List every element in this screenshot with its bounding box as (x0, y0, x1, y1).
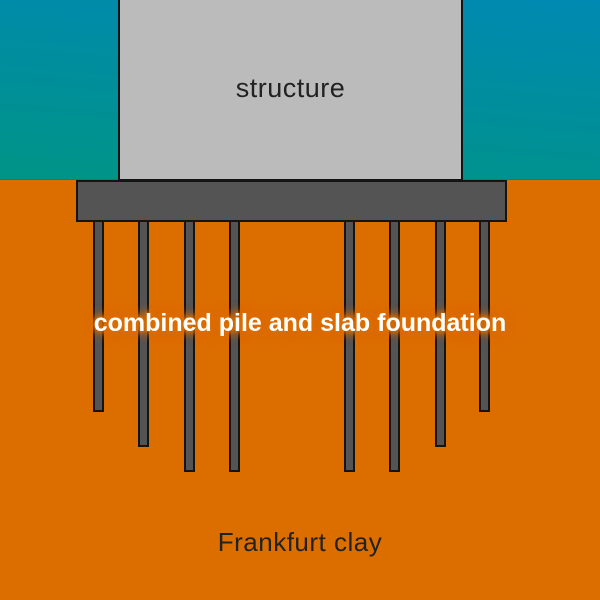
foundation-slab (76, 180, 507, 222)
structure-block: structure (118, 0, 463, 181)
soil-label: Frankfurt clay (217, 527, 383, 557)
pile (479, 200, 490, 412)
structure-label: structure (235, 73, 346, 103)
foundation-caption: combined pile and slab foundation (93, 309, 507, 337)
pile (93, 200, 104, 412)
